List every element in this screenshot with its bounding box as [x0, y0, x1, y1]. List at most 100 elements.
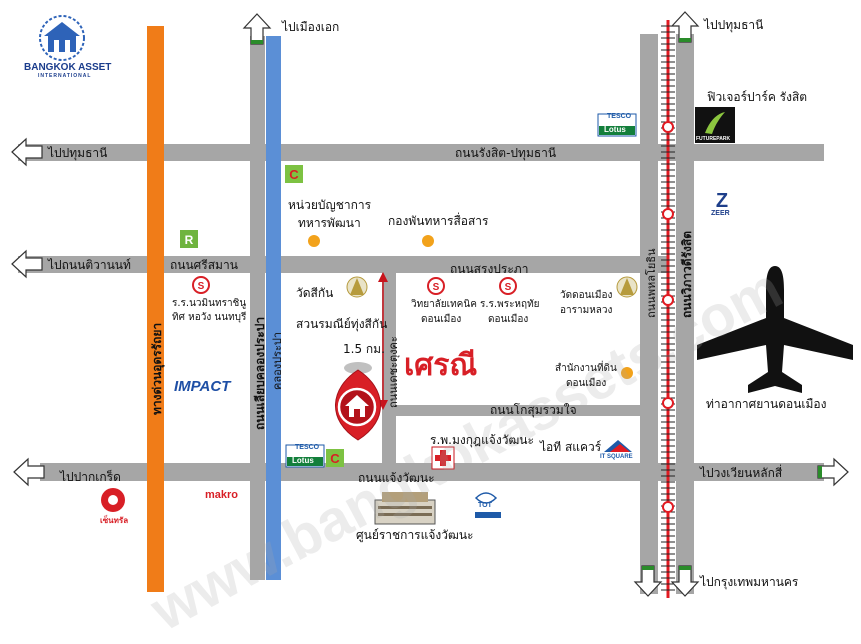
label-airport: ท่าอากาศยานดอนเมือง	[706, 397, 827, 411]
road-label-sri-saman: ถนนศรีสมาน	[170, 258, 238, 272]
gov-center-icon	[374, 492, 436, 525]
tot-label: TOT	[478, 502, 492, 509]
svg-text:C: C	[330, 451, 340, 466]
poi-military-unit-icon	[308, 235, 320, 247]
it-square-logo	[604, 440, 632, 452]
central-icon	[101, 488, 125, 512]
label-tech-college-line1: วิทยาลัยเทคนิค	[411, 299, 477, 310]
arrow-left-tiwanon-icon	[11, 249, 43, 279]
road-label-tollway: ทางด่วนอุดรรัถยา	[150, 322, 164, 415]
road-label-vibhavadi: ถนนวิภาวดีรังสิต	[680, 230, 694, 318]
label-to-bangkok: ไปกรุงเทพมหานคร	[700, 575, 799, 589]
project-name: เศรณี	[404, 348, 478, 383]
label-military-unit-2: ทหารพัฒนา	[298, 216, 361, 230]
rail-station-5	[662, 501, 674, 513]
zeer-label: ZEER	[711, 210, 730, 217]
tesco-lotus-bottom-logo	[285, 444, 325, 468]
road-label-kosum-ruam-jai: ถนนโกสุมรวมใจ	[490, 403, 577, 417]
road-label-chaeng-watthana: ถนนแจ้งวัฒนะ	[358, 471, 435, 485]
road-label-phahonyothin: ถนนพหลโยธิน	[645, 248, 658, 318]
svg-text:R: R	[185, 233, 194, 247]
label-it-square: ไอที สแควร์	[540, 440, 602, 454]
arrow-down-bkk-right-icon	[670, 565, 700, 597]
road-chaeng-watthana	[40, 463, 824, 481]
lotus-top-label: Lotus	[604, 125, 626, 134]
poi-land-office-icon	[621, 367, 633, 379]
arrow-up-mueang-ek-icon	[242, 13, 272, 45]
road-kosum-ruam-jai	[395, 405, 640, 416]
green-shop-icon: R	[180, 230, 198, 248]
label-to-pak-kret: ไปปากเกร็ด	[60, 470, 121, 484]
road-khlong-prapa	[250, 36, 265, 580]
label-to-pathum-thani-left: ไปปทุมธานี	[48, 146, 108, 160]
label-to-pathum-thani-top: ไปปทุมธานี	[704, 18, 764, 32]
school-icon-1: S	[192, 276, 210, 294]
tesco-bottom-label: TESCO	[295, 444, 320, 451]
road-label-soi: ถนนเดชะตุงคะ	[387, 336, 400, 408]
convenience-store-icon-1: C	[285, 165, 303, 183]
svg-text:S: S	[505, 282, 512, 293]
label-wat-don-mueang-line2: อารามหลวง	[560, 305, 613, 316]
label-land-office-line1: สำนักงานที่ดิน	[555, 363, 617, 374]
road-rangsit-pathum	[18, 144, 824, 161]
label-future-park: ฟิวเจอร์ปาร์ค รังสิต	[707, 90, 808, 104]
rail-station-3	[662, 294, 674, 306]
temple-wat-don-mueang-icon	[616, 276, 638, 298]
school-icon-2: S	[427, 277, 445, 295]
label-wat-si-kan: วัดสีกัน	[296, 286, 334, 300]
label-wat-don-mueang-line1: วัดดอนเมือง	[560, 290, 613, 301]
it-square-label: IT SQUARE	[600, 454, 633, 460]
bangkok-asset-logo-icon	[39, 15, 85, 61]
logo-name: BANGKOK ASSET	[24, 62, 112, 73]
svg-text:C: C	[289, 167, 299, 182]
label-to-mueang-ek: ไปเมืองเอก	[282, 20, 340, 34]
zeer-logo: Z	[716, 190, 728, 212]
road-label-rangsit-pathum: ถนนรังสิต-ปทุมธานี	[455, 146, 557, 160]
road-phahonyothin	[640, 34, 658, 594]
canal-label-khlong-prapa: คลองประปา	[271, 331, 284, 390]
impact-logo: IMPACT	[174, 378, 231, 395]
location-map: S S S C C R	[11, 11, 853, 643]
temple-wat-si-kan-icon	[346, 276, 368, 298]
canal-khlong-prapa	[266, 36, 281, 580]
label-distance: 1.5 กม.	[343, 342, 385, 356]
arrow-left-pathum-icon	[11, 137, 43, 167]
arrow-left-pakkret-icon	[13, 457, 45, 487]
label-to-lak-si: ไปวงเวียนหลักสี่	[700, 466, 783, 480]
road-soi	[382, 263, 396, 468]
tesco-top-label: TESCO	[607, 113, 632, 120]
logo-subtitle: INTERNATIONAL	[38, 73, 92, 79]
future-park-label: FUTUREPARK	[696, 136, 731, 142]
road-vibhavadi	[676, 34, 694, 594]
arrow-right-laksi-icon	[817, 457, 849, 487]
central-label: เซ็นทรัล	[100, 516, 129, 525]
rail-station-4	[662, 397, 674, 409]
map-canvas: S S S C C R	[11, 11, 853, 598]
road-label-song-prapha: ถนนสรงประภา	[450, 262, 529, 276]
label-gov-center: ศูนย์ราชการแจ้งวัฒนะ	[356, 528, 474, 542]
tollway-udon-rattaya	[147, 26, 164, 592]
svg-text:Z: Z	[716, 190, 728, 212]
svg-text:S: S	[198, 281, 205, 292]
tot-logo	[474, 492, 501, 518]
airplane-icon	[697, 266, 853, 393]
convenience-store-icon-2: C	[326, 449, 344, 467]
arrow-up-pathum-icon	[670, 11, 700, 43]
label-school-2-line2: ดอนเมือง	[488, 314, 529, 325]
school-icon-3: S	[499, 277, 517, 295]
label-tech-college-line2: ดอนเมือง	[421, 314, 462, 325]
rail-ties	[661, 25, 675, 591]
label-school-2-line1: ร.ร.พระหฤทัย	[480, 299, 540, 310]
label-to-tiwanon: ไปถนนติวานนท์	[48, 258, 131, 272]
lotus-bottom-label: Lotus	[292, 456, 314, 465]
hospital-icon	[431, 446, 455, 470]
label-military-unit-1: หน่วยบัญชาการ	[288, 198, 372, 212]
label-land-office-line2: ดอนเมือง	[566, 378, 607, 389]
poi-signal-battalion-icon	[422, 235, 434, 247]
arrow-down-bkk-left-icon	[633, 565, 663, 597]
label-school-1-line1: ร.ร.นวมินทราชินู	[172, 298, 247, 309]
tesco-lotus-top-logo	[597, 113, 637, 137]
label-hospital: ร.พ.มงกุฎแจ้งวัฒนะ	[430, 433, 534, 447]
makro-logo: makro	[205, 489, 239, 501]
project-marker-icon	[335, 362, 381, 441]
